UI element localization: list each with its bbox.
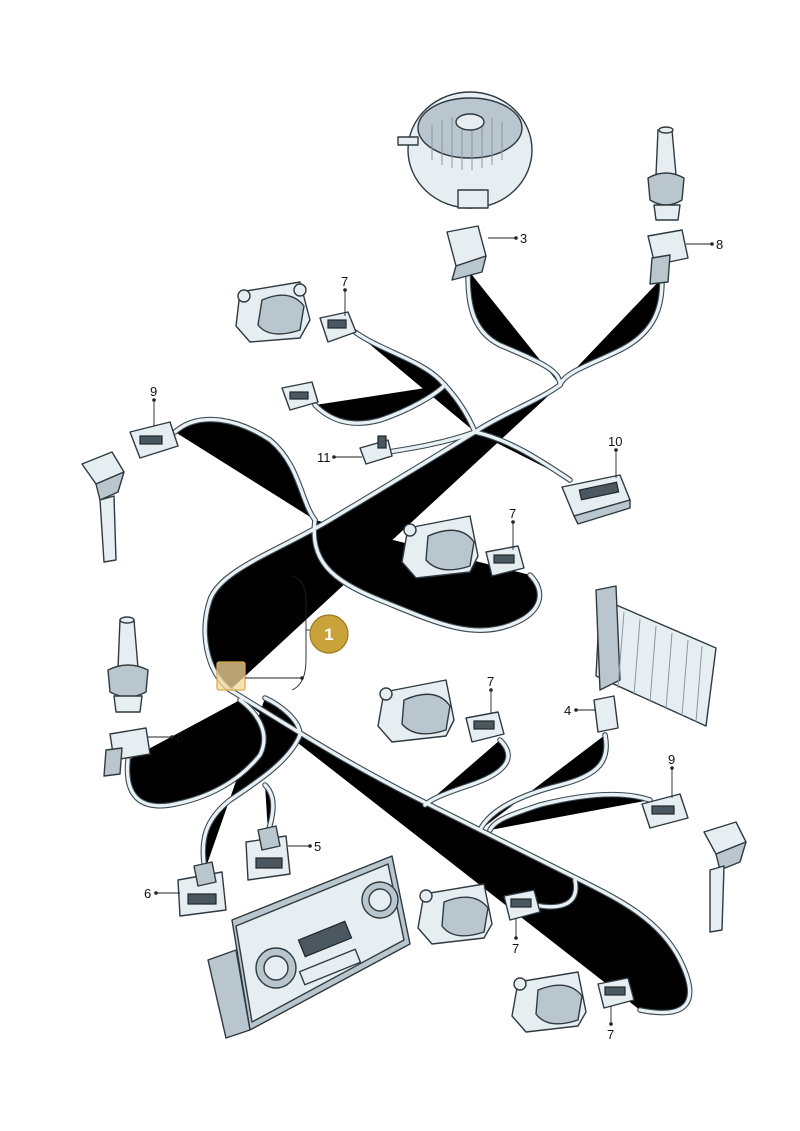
climate-control-panel xyxy=(207,855,411,1039)
callout-3: 3 xyxy=(488,231,527,246)
callout-8-left-label: 8 xyxy=(176,730,183,745)
callout-9-top-left-label: 9 xyxy=(150,384,157,399)
callout-7-bottom-b-label: 7 xyxy=(607,1027,614,1042)
callout-7-bottom-a: 7 xyxy=(512,918,519,956)
callout-6: 6 xyxy=(144,886,180,901)
blower-motor xyxy=(397,91,533,209)
callout-7-low: 7 xyxy=(487,674,494,714)
heater-core xyxy=(595,585,717,727)
callout-4-label: 4 xyxy=(564,703,571,718)
blower-connector xyxy=(446,225,487,281)
callout-9-top-left: 9 xyxy=(150,384,157,426)
callout-11-label: 11 xyxy=(317,450,331,465)
wiring-harness xyxy=(127,270,689,1013)
heater-connector xyxy=(593,695,619,733)
sensor-connector-top-left xyxy=(129,421,179,459)
harness-highlight-marker xyxy=(216,661,246,691)
motor-connector-top xyxy=(319,311,357,343)
multi-pin-connector xyxy=(561,474,631,525)
actuator-motor-top xyxy=(235,281,311,343)
callout-7-mid-label: 7 xyxy=(509,506,516,521)
callout-3-label: 3 xyxy=(520,231,527,246)
callout-8-top-right: 8 xyxy=(686,237,723,252)
temperature-sensor-left-lower xyxy=(107,616,149,713)
sensor-connector-right xyxy=(641,793,689,829)
callout-10: 10 xyxy=(608,434,622,478)
callout-6-label: 6 xyxy=(144,886,151,901)
actuator-motor-middle xyxy=(401,515,479,579)
callout-9-right-label: 9 xyxy=(668,752,675,767)
motor-connector-bottom-b xyxy=(597,977,635,1009)
callout-7-top: 7 xyxy=(341,274,348,316)
panel-connector-5 xyxy=(245,825,291,881)
callout-5-label: 5 xyxy=(314,839,321,854)
actuator-motor-bottom-a xyxy=(417,883,493,945)
temperature-sensor-right xyxy=(703,821,747,933)
callout-10-label: 10 xyxy=(608,434,622,449)
harness-clip xyxy=(359,435,393,465)
actuator-motor-lower xyxy=(377,679,455,743)
callout-8-left: 8 xyxy=(148,730,183,745)
motor-connector-lower xyxy=(465,711,505,743)
sensor-connector-top-right xyxy=(647,229,689,285)
callout-8-top-right-label: 8 xyxy=(716,237,723,252)
callout-7-bottom-b: 7 xyxy=(607,1006,614,1042)
callout-harness-label: 1 xyxy=(324,625,333,644)
callout-5: 5 xyxy=(288,839,321,854)
callout-4: 4 xyxy=(564,703,596,718)
callout-7-top-label: 7 xyxy=(341,274,348,289)
motor-connector-middle xyxy=(485,545,525,577)
temperature-sensor-top-right xyxy=(647,126,685,221)
harness-connector-small xyxy=(281,381,319,411)
actuator-motor-bottom-b xyxy=(511,971,587,1033)
callout-9-right: 9 xyxy=(668,752,675,798)
callout-7-bottom-a-label: 7 xyxy=(512,941,519,956)
panel-connector-6 xyxy=(177,861,227,917)
callout-11: 11 xyxy=(317,450,362,465)
sensor-connector-left xyxy=(103,727,151,777)
callout-badge-harness: 1 xyxy=(309,614,349,654)
temperature-sensor-left xyxy=(81,451,125,563)
callout-7-low-label: 7 xyxy=(487,674,494,689)
callout-7-mid: 7 xyxy=(509,506,516,550)
motor-connector-bottom-a xyxy=(503,889,541,921)
